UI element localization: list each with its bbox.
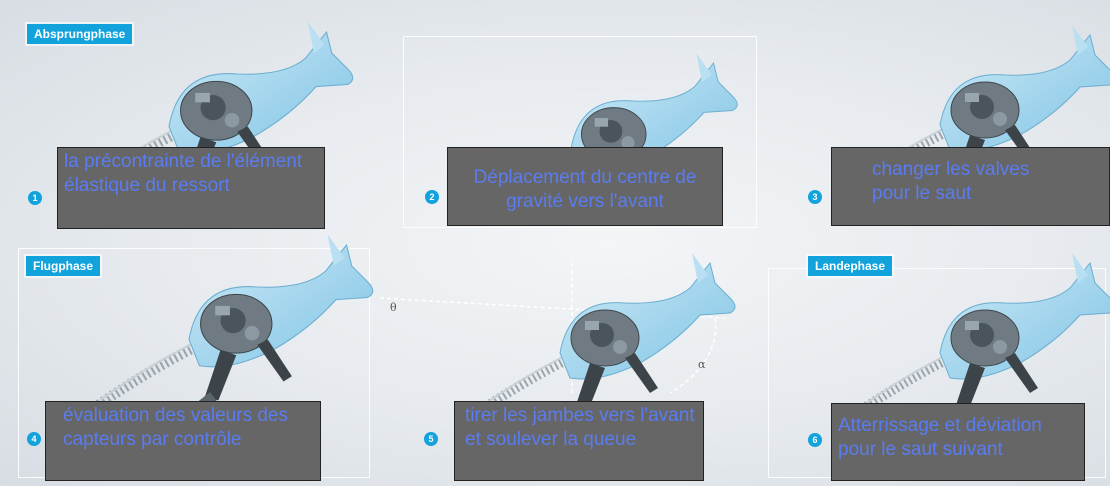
panel-step-3: changer les valves pour le saut 3 <box>740 0 1110 243</box>
phase-label-takeoff: Absprungphase <box>27 24 133 44</box>
step-5-badge: 5 <box>424 432 438 446</box>
panel-frame <box>403 36 757 228</box>
panel-step-5: θ α tirer les jambes vers l'avant et sou… <box>370 243 740 486</box>
kangaroo-robot-illustration <box>800 253 1100 413</box>
panel-step-2: Déplacement du centre de gravité vers l'… <box>370 0 740 243</box>
panel-step-1: Absprungphase la précontrainte de l'élém… <box>0 0 370 243</box>
step-3-caption: changer les valves pour le saut <box>831 147 1110 226</box>
panel-step-6: Landephase Atterrissage et déviation pou… <box>740 243 1110 486</box>
alpha-label: α <box>698 358 706 371</box>
step-4-caption: évaluation des valeurs des capteurs par … <box>45 401 321 481</box>
panel-step-4: Flugphase évaluation des valeurs des cap… <box>0 243 370 486</box>
step-6-caption: Atterrissage et déviation pour le saut s… <box>831 403 1085 481</box>
step-5-caption: tirer les jambes vers l'avant et souleve… <box>454 401 704 481</box>
kangaroo-robot-illustration <box>430 253 730 413</box>
kangaroo-robot-illustration <box>70 248 370 408</box>
step-1-caption: la précontrainte de l'élément élastique … <box>57 147 325 229</box>
step-6-badge: 6 <box>808 433 822 447</box>
step-4-badge: 4 <box>27 432 41 446</box>
phase-label-flight: Flugphase <box>26 256 101 276</box>
step-3-badge: 3 <box>808 190 822 204</box>
step-2-badge: 2 <box>425 190 439 204</box>
step-2-caption: Déplacement du centre de gravité vers l'… <box>447 147 723 226</box>
theta-label: θ <box>390 301 397 314</box>
phase-label-landing: Landephase <box>808 256 893 276</box>
kangaroo-robot-illustration <box>810 10 1110 170</box>
step-1-badge: 1 <box>28 191 42 205</box>
